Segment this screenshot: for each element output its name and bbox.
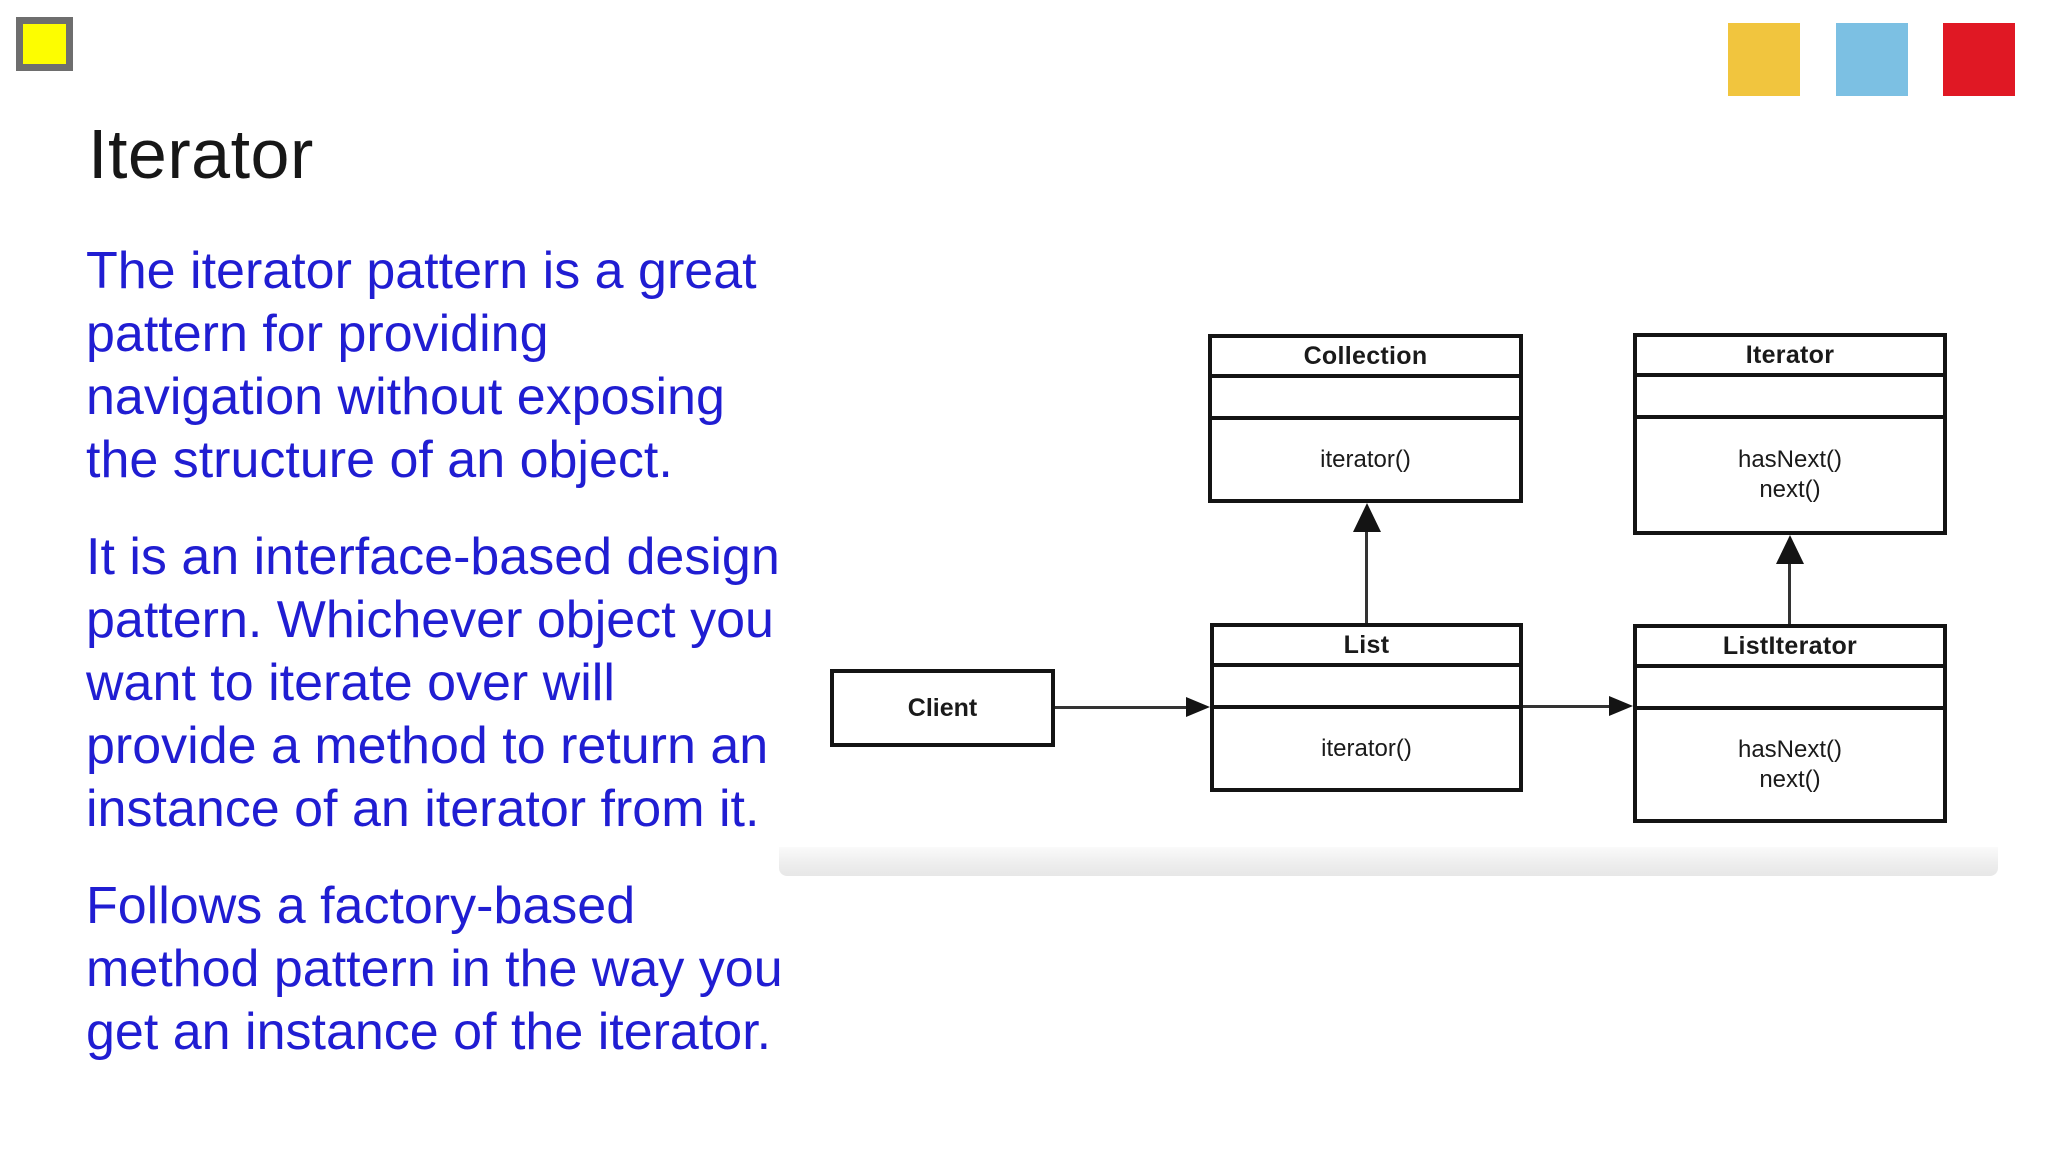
uml-class-collection: Collection iterator() <box>1208 334 1523 503</box>
color-chip-red <box>1943 23 2015 96</box>
body-text-column: The iterator pattern is a great pattern … <box>86 240 866 1098</box>
class-name-listiterator: ListIterator <box>1637 628 1943 668</box>
edge-client-to-list <box>1055 706 1189 709</box>
color-chip-blue <box>1836 23 1908 96</box>
uml-class-list: List iterator() <box>1210 623 1523 792</box>
arrowhead-right-list-icon <box>1186 697 1210 717</box>
page-title: Iterator <box>88 115 314 193</box>
edge-list-to-collection <box>1365 530 1368 623</box>
class-name-collection: Collection <box>1212 338 1519 378</box>
slide-thumbnail-marker <box>16 17 73 71</box>
screenshot-bottom-shadow <box>779 847 1998 876</box>
uml-class-client: Client <box>830 669 1055 747</box>
fields-compartment <box>1214 667 1519 709</box>
methods-compartment: iterator() <box>1320 445 1411 473</box>
fields-compartment <box>1637 668 1943 710</box>
paragraph-3: Follows a factory-based method pattern i… <box>86 877 783 1061</box>
paragraph-1: The iterator pattern is a great pattern … <box>86 242 757 489</box>
arrowhead-up-collection-icon <box>1353 503 1381 532</box>
uml-class-iterator: Iterator hasNext() next() <box>1633 333 1947 535</box>
methods-compartment: hasNext() next() <box>1737 446 1843 503</box>
class-name-list: List <box>1214 627 1519 667</box>
edge-list-to-listiterator <box>1523 705 1611 708</box>
paragraph-2: It is an interface-based design pattern.… <box>86 528 780 838</box>
fields-compartment <box>1212 378 1519 420</box>
edge-listiterator-to-iterator <box>1788 562 1791 624</box>
fields-compartment <box>1637 377 1943 419</box>
methods-compartment: hasNext() next() <box>1737 735 1843 793</box>
methods-compartment: iterator() <box>1321 734 1412 762</box>
color-chip-amber <box>1728 23 1800 96</box>
class-name-iterator: Iterator <box>1637 337 1943 377</box>
arrowhead-up-iterator-icon <box>1776 535 1804 564</box>
uml-class-listiterator: ListIterator hasNext() next() <box>1633 624 1947 823</box>
class-name-client: Client <box>907 693 978 722</box>
arrowhead-right-listiterator-icon <box>1609 696 1633 716</box>
